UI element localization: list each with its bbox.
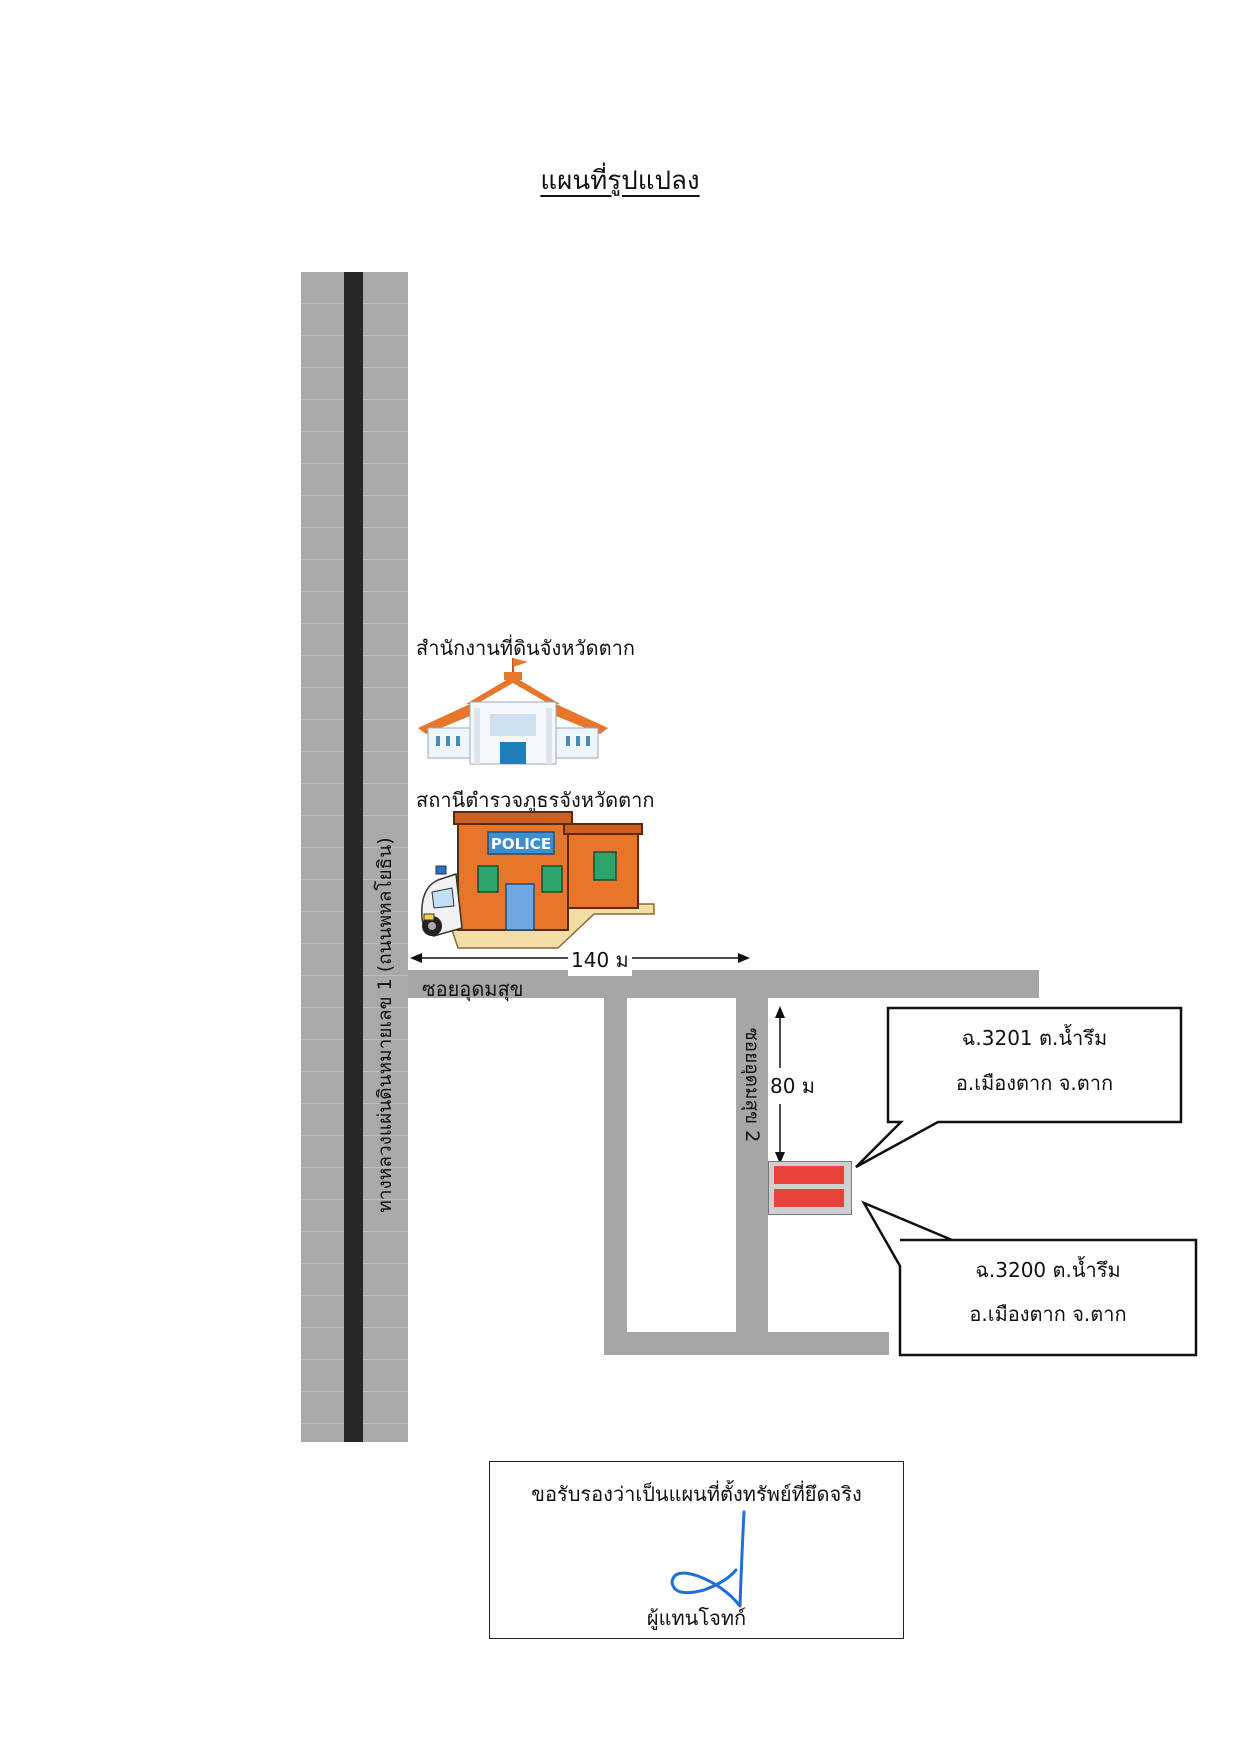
callout-bottom-line1: ฉ.3200 ต.น้ำรึม <box>975 1258 1121 1282</box>
soi-branch-road <box>604 998 627 1355</box>
map-title: แผนที่รูปแปลง <box>540 166 700 196</box>
distance-140m-label: 140 ม <box>568 944 632 976</box>
certification-statement: ขอรับรองว่าเป็นแผนที่ตั้งทรัพย์ที่ยึดจริ… <box>531 1482 862 1506</box>
highway-center-line <box>344 272 363 1442</box>
police-station-icon: POLICE <box>421 811 655 949</box>
callout-top-line1: ฉ.3201 ต.น้ำรึม <box>961 1026 1108 1050</box>
police-station-label: สถานีตำรวจภูธรจังหวัดตาก <box>416 788 655 812</box>
callout-bottom-line2: อ.เมืองตาก จ.ตาก <box>969 1302 1127 1326</box>
callout-top-line2: อ.เมืองตาก จ.ตาก <box>955 1071 1114 1095</box>
parcel-3200 <box>774 1189 844 1207</box>
distance-80m-label: 80 ม <box>768 1068 817 1104</box>
soi-udomsuk-road <box>408 970 1039 998</box>
callout-shapes <box>855 1006 1198 1357</box>
certification-box <box>489 1461 904 1639</box>
soi-bottom-road <box>604 1332 889 1355</box>
soi-udomsuk-label: ซอยอุดมสุข <box>422 977 524 1001</box>
land-office-building-icon <box>418 658 608 765</box>
land-office-label: สำนักงานที่ดินจังหวัดตาก <box>416 636 635 660</box>
parcel-3201 <box>774 1166 844 1184</box>
soi-udomsuk-2-road <box>736 998 768 1355</box>
police-sign-text: POLICE <box>491 835 551 853</box>
signature-mark <box>670 1510 746 1608</box>
certification-signer: ผู้แทนโจทก์ <box>646 1606 747 1630</box>
